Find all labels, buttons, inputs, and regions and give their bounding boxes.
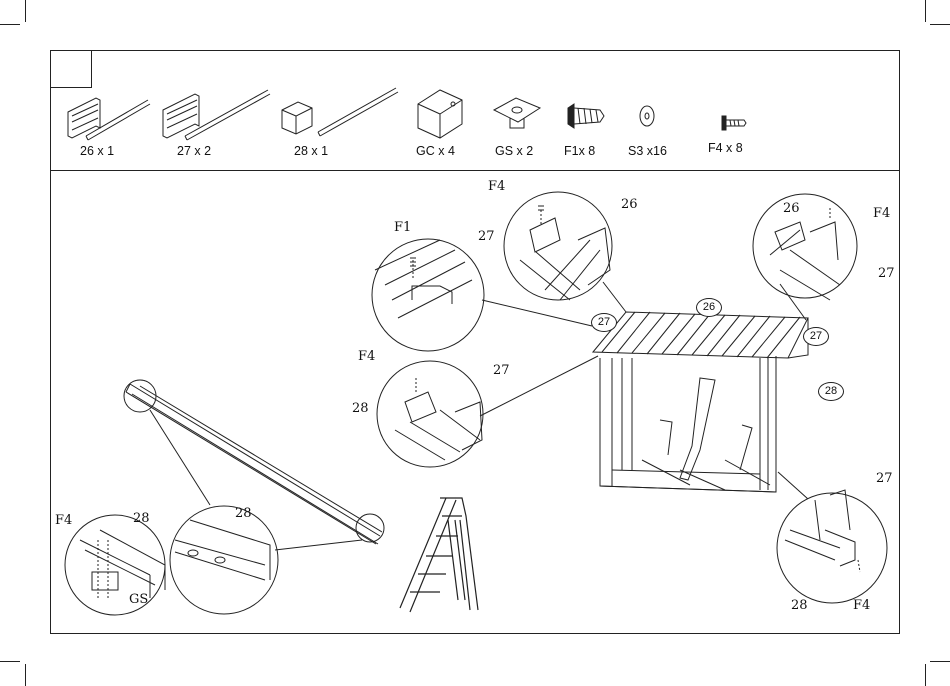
callout-28: 28: [352, 401, 369, 416]
part-label-f1: F1x 8: [564, 144, 595, 158]
callout-f1: F1: [394, 220, 411, 235]
part-label-gc: GC x 4: [416, 144, 455, 158]
shed-drawing: [593, 312, 808, 492]
part-label-26: 26 x 1: [80, 144, 114, 158]
detail-f1: [372, 239, 484, 351]
callout-f4: F4: [853, 598, 870, 613]
part-26-icon: [68, 98, 150, 140]
part-label-f4: F4 x 8: [708, 141, 743, 155]
detail-27-28-bottom-right: [777, 493, 887, 603]
callout-26: 26: [783, 201, 800, 216]
part-label-gs: GS x 2: [495, 144, 533, 158]
bubble-27: 27: [803, 327, 829, 346]
part-s3-icon: [640, 106, 654, 126]
detail-27-26-top: [504, 192, 612, 300]
callout-gs: GS: [129, 592, 148, 607]
callout-27: 27: [493, 363, 510, 378]
callout-f4: F4: [358, 349, 375, 364]
callout-27: 27: [878, 266, 895, 281]
callout-f4: F4: [873, 206, 890, 221]
bubble-26: 26: [696, 298, 722, 317]
part-label-s3: S3 x16: [628, 144, 667, 158]
part-f1-icon: [568, 104, 604, 128]
part-28-icon: [282, 88, 398, 136]
callout-28: 28: [791, 598, 808, 613]
bubble-27: 27: [591, 313, 617, 332]
part-gs-icon: [494, 98, 540, 128]
part-label-27: 27 x 2: [177, 144, 211, 158]
beam-28-drawing: [124, 380, 384, 550]
callout-f4: F4: [488, 179, 505, 194]
callout-27: 27: [876, 471, 893, 486]
part-label-28: 28 x 1: [294, 144, 328, 158]
callout-28: 28: [133, 511, 150, 526]
callout-f4: F4: [55, 513, 72, 528]
detail-26-27-right: [753, 194, 857, 298]
callout-28: 28: [235, 506, 252, 521]
part-27-icon: [163, 90, 270, 140]
part-gc-icon: [418, 90, 462, 138]
bubble-28: 28: [818, 382, 844, 401]
detail-28-beam: [170, 506, 278, 614]
callout-26: 26: [621, 197, 638, 212]
callout-27: 27: [478, 229, 495, 244]
part-f4-icon: [722, 116, 746, 130]
ladder-drawing: [400, 498, 478, 612]
